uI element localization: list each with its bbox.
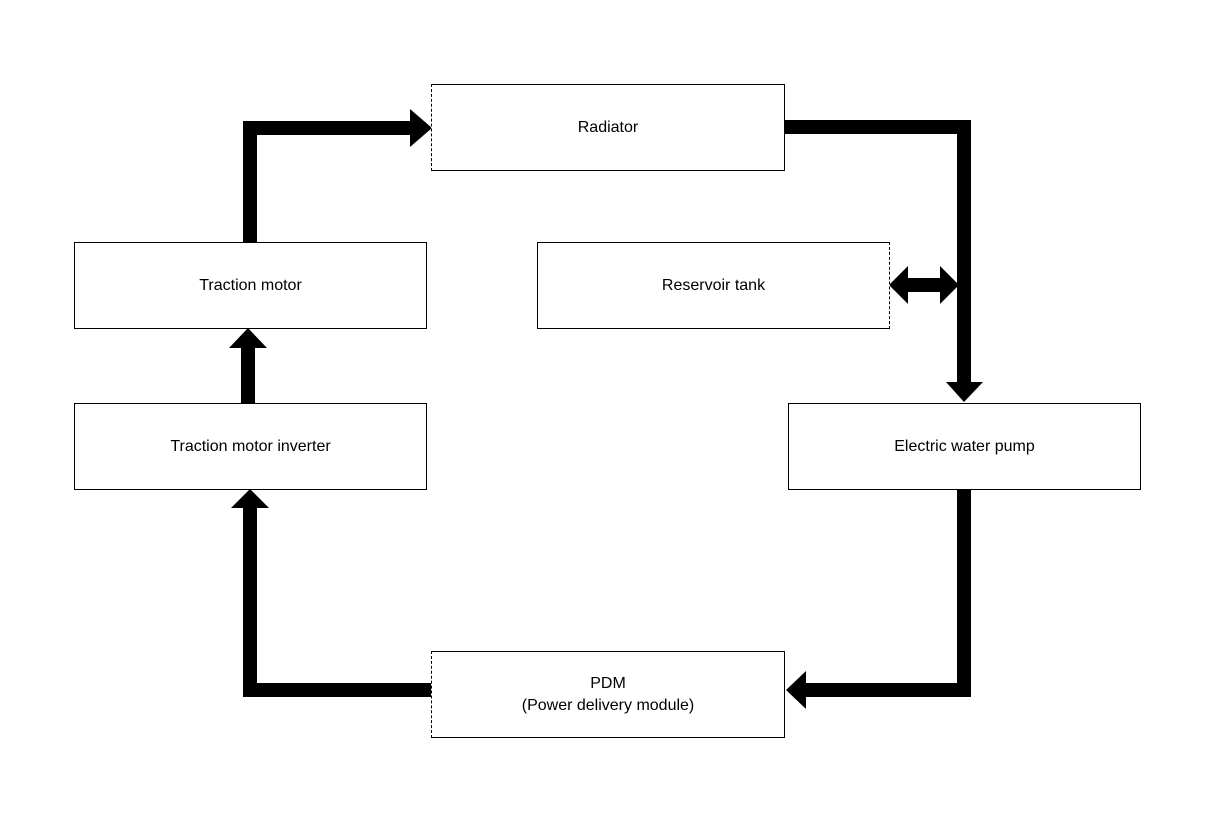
traction-motor-label: Traction motor — [199, 276, 302, 294]
edge-pump-to-pdm — [806, 489, 971, 697]
electric-water-pump-label: Electric water pump — [894, 437, 1035, 455]
reservoir-tank-label: Reservoir tank — [661, 276, 766, 294]
reservoir-tank-box: Reservoir tank — [537, 242, 890, 329]
arrowhead-into-pdm — [786, 671, 806, 709]
pdm-label: PDM — [590, 674, 626, 692]
traction-motor-inverter-label: Traction motor inverter — [170, 437, 331, 455]
pdm-sublabel: (Power delivery module) — [521, 696, 695, 714]
arrowhead-into-radiator — [410, 109, 432, 147]
traction-motor-inverter-box: Traction motor inverter — [74, 403, 427, 490]
arrowhead-into-traction-motor — [229, 328, 267, 348]
pdm-box: PDM (Power delivery module) — [431, 651, 785, 738]
radiator-box: Radiator — [431, 84, 785, 171]
arrowhead-into-inverter — [231, 489, 269, 508]
electric-water-pump-box: Electric water pump — [788, 403, 1141, 490]
edge-pdm-to-inverter — [243, 508, 432, 697]
traction-motor-box: Traction motor — [74, 242, 427, 329]
edge-traction-motor-to-radiator — [243, 121, 413, 242]
radiator-label: Radiator — [577, 118, 639, 136]
arrowhead-into-pump — [946, 382, 983, 402]
arrowhead-into-reservoir — [889, 266, 908, 304]
edge-radiator-to-pump — [785, 120, 971, 385]
arrowhead-into-line — [940, 266, 959, 304]
